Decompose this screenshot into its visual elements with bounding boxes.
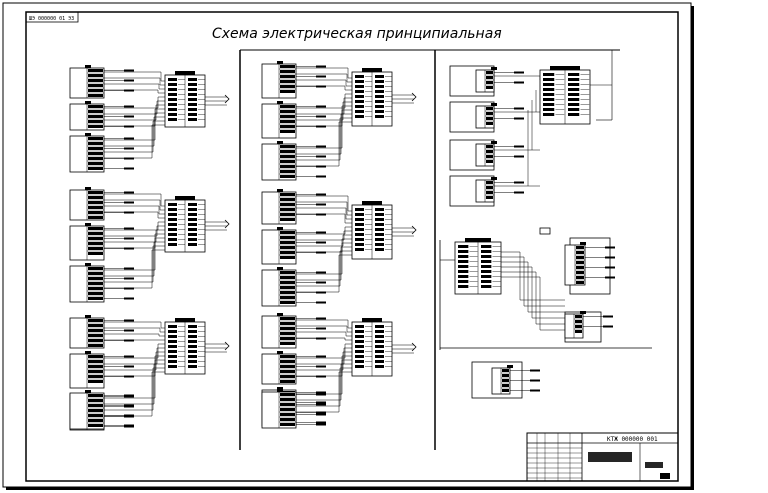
title-block: КТЖ 000000 001 bbox=[526, 432, 679, 482]
stamp-code: КТЖ 000000 001 bbox=[607, 436, 658, 443]
right-relay bbox=[539, 227, 551, 235]
stamp-org-fill bbox=[645, 462, 663, 468]
corner-code: ШЭ 000000 01 ЭЗ bbox=[29, 16, 74, 22]
stamp-title-fill bbox=[588, 452, 632, 462]
stamp-mark bbox=[660, 473, 670, 479]
schematic-content bbox=[69, 50, 652, 431]
drawing-frame bbox=[25, 11, 679, 482]
corner-code-box bbox=[25, 11, 79, 23]
diagram-title: Схема электрическая принципиальная bbox=[212, 26, 502, 42]
